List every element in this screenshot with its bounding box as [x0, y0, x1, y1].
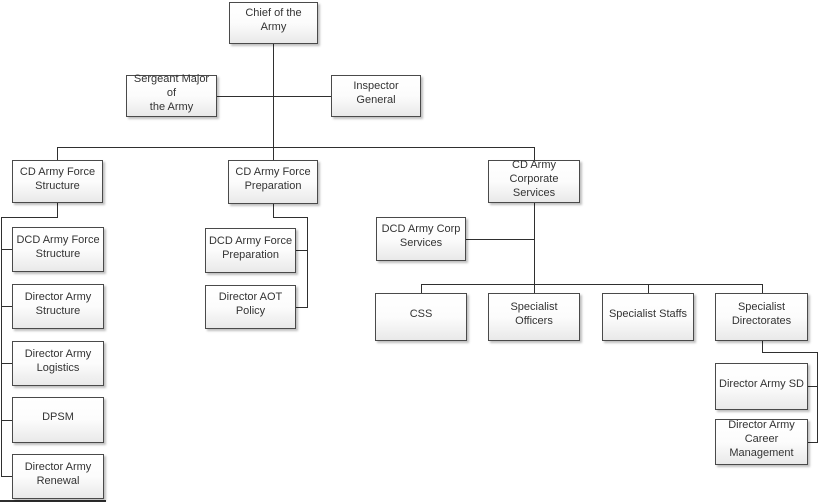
- connector-chief-trunk: [273, 44, 274, 147]
- connector-force-preparation-down: [273, 204, 274, 217]
- connector-specialist-directorates-elbow: [762, 352, 818, 353]
- org-node-dcd-army-force-structure: DCD Army Force Structure: [12, 227, 104, 272]
- org-node-specialist-officers: Specialist Officers: [488, 293, 580, 341]
- org-node-inspector-general: Inspector General: [331, 75, 421, 117]
- connector-specialist-directorates-spine: [817, 352, 818, 443]
- connector-drop-specialist-directorates: [762, 284, 763, 293]
- org-node-dcd-army-force-preparation: DCD Army Force Preparation: [205, 228, 296, 273]
- org-node-cd-army-force-structure: CD Army Force Structure: [12, 160, 103, 203]
- org-node-director-army-logistics: Director Army Logistics: [12, 341, 104, 386]
- connector-force-structure-down: [57, 203, 58, 217]
- connector-drop-specialist-staffs: [648, 284, 649, 293]
- connector-stub-director-army-sd: [808, 386, 817, 387]
- org-node-specialist-directorates: Specialist Directorates: [715, 293, 808, 341]
- org-node-director-army-career-management: Director Army Career Management: [715, 419, 808, 465]
- connector-stub-dcd-corp-services: [466, 239, 534, 240]
- org-node-director-army-sd: Director Army SD: [715, 363, 808, 410]
- connector-force-structure-spine: [1, 217, 2, 477]
- connector-level4-bus: [421, 284, 763, 285]
- org-node-director-army-structure: Director Army Structure: [12, 284, 104, 329]
- org-node-dpsm: DPSM: [12, 397, 104, 443]
- connector-stub-director-army-career-mgmt: [808, 442, 817, 443]
- connector-stub-dcd-force-preparation: [296, 250, 307, 251]
- connector-specialist-directorates-down: [762, 341, 763, 352]
- connector-force-preparation-elbow: [273, 217, 308, 218]
- connector-stub-dpsm: [1, 420, 12, 421]
- org-node-sergeant-major-of-the-army: Sergeant Major of the Army: [126, 73, 217, 117]
- org-node-specialist-staffs: Specialist Staffs: [602, 293, 694, 341]
- org-node-chief-of-the-army: Chief of the Army: [229, 2, 318, 44]
- connector-page-bottom-edge-line: [0, 500, 106, 502]
- org-node-director-aot-policy: Director AOT Policy: [205, 285, 296, 329]
- connector-drop-css: [421, 284, 422, 293]
- org-node-director-army-renewal: Director Army Renewal: [12, 454, 104, 499]
- connector-stub-director-army-logistics: [1, 363, 12, 364]
- org-node-css: CSS: [375, 293, 467, 341]
- connector-level2-crossbar: [217, 96, 331, 97]
- org-node-cd-army-force-preparation: CD Army Force Preparation: [228, 160, 318, 204]
- connector-stub-director-army-structure: [1, 306, 12, 307]
- connector-force-structure-elbow: [1, 217, 58, 218]
- connector-corporate-services-down: [534, 203, 535, 293]
- connector-drop-cd-force-structure: [57, 147, 58, 160]
- connector-stub-director-aot-policy: [296, 307, 307, 308]
- connector-force-preparation-spine: [307, 217, 308, 308]
- connector-level3-bus: [57, 147, 535, 148]
- connector-drop-cd-corporate-services: [534, 147, 535, 160]
- connector-stub-director-army-renewal: [1, 476, 12, 477]
- org-node-cd-army-corporate-services: CD Army Corporate Services: [488, 159, 580, 203]
- connector-drop-cd-force-preparation: [273, 147, 274, 160]
- org-node-dcd-army-corp-services: DCD Army Corp Services: [376, 217, 466, 261]
- connector-stub-dcd-force-structure: [1, 249, 12, 250]
